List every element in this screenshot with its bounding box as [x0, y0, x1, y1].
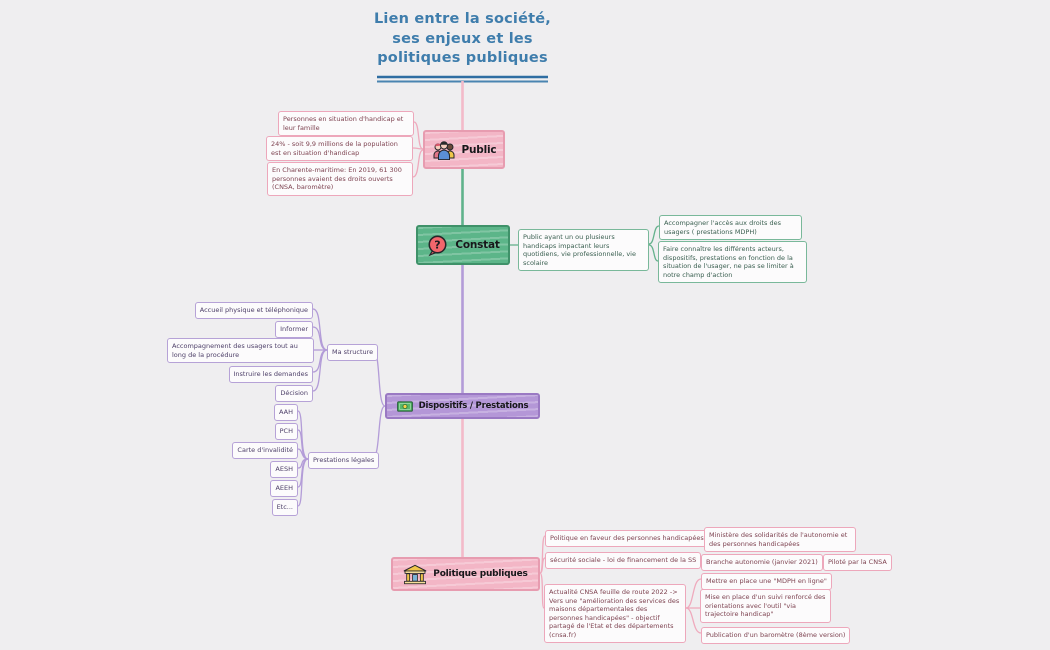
- leaf-securite-sociale-financement[interactable]: sécurité sociale - loi de financement de…: [545, 552, 702, 569]
- node-public-label: Public: [461, 143, 497, 156]
- banknote-icon: [396, 400, 413, 412]
- leaf-ministere-solidarites[interactable]: Ministère des solidarités de l'autonomie…: [704, 527, 856, 553]
- leaf-actualite-cnsa-feuille-route[interactable]: Actualité CNSA feuille de route 2022 -> …: [544, 584, 686, 644]
- leaf-charente-maritime-droits[interactable]: En Charente-maritime: En 2019, 61 300 pe…: [267, 162, 413, 196]
- root-title-line: Lien entre la société,: [373, 11, 551, 27]
- leaf-accompagner-acces-droits[interactable]: Accompagner l'accès aux droits des usage…: [659, 215, 802, 241]
- leaf-publication-barometre[interactable]: Publication d'un baromètre (8ème version…: [701, 627, 851, 644]
- node-dispositifs[interactable]: Dispositifs / Prestations: [385, 393, 540, 419]
- leaf-mdph-en-ligne[interactable]: Mettre en place une "MDPH en ligne": [701, 573, 832, 590]
- building-icon: [403, 564, 427, 584]
- node-politique-label: Politique publiques: [433, 569, 528, 579]
- leaf-politique-faveur-handicapees[interactable]: Politique en faveur des personnes handic…: [545, 530, 709, 547]
- node-public[interactable]: Public: [423, 130, 505, 169]
- leaf-pilote-par-cnsa[interactable]: Piloté par la CNSA: [823, 554, 892, 571]
- leaf-accueil-physique-telephonique[interactable]: Accueil physique et téléphonique: [194, 302, 313, 319]
- leaf-24-pourcent-population[interactable]: 24% - soit 9,9 millions de la population…: [266, 136, 413, 162]
- people-icon: [433, 140, 455, 160]
- root-title-line: politiques publiques: [377, 50, 548, 67]
- leaf-accompagnement-usagers[interactable]: Accompagnement des usagers tout au long …: [167, 338, 314, 364]
- leaf-pch[interactable]: PCH: [274, 423, 298, 440]
- leaf-faire-connaitre-acteurs[interactable]: Faire connaître les différents acteurs, …: [658, 241, 807, 284]
- question-icon: ?: [428, 235, 447, 256]
- node-constat[interactable]: ? Constat: [416, 225, 510, 265]
- leaf-aeeh[interactable]: AEEH: [270, 480, 298, 497]
- leaf-personnes-handicap-famille[interactable]: Personnes en situation d'handicap et leu…: [278, 111, 414, 137]
- leaf-public-handicaps-quotidien[interactable]: Public ayant un ou plusieurs handicaps i…: [518, 229, 649, 272]
- subnode-ma-structure[interactable]: Ma structure: [327, 344, 379, 361]
- leaf-aesh[interactable]: AESH: [270, 461, 298, 478]
- node-dispositifs-label: Dispositifs / Prestations: [418, 401, 529, 411]
- node-constat-label: Constat: [455, 239, 500, 251]
- leaf-suivi-renforce-orientations[interactable]: Mise en place d'un suivi renforcé des or…: [700, 589, 831, 623]
- subnode-prestations-legales[interactable]: Prestations légales: [308, 452, 380, 469]
- leaf-informer[interactable]: Informer: [275, 321, 313, 338]
- leaf-branche-autonomie[interactable]: Branche autonomie (janvier 2021): [701, 554, 823, 571]
- leaf-instruire-demandes[interactable]: Instruire les demandes: [228, 366, 313, 383]
- leaf-carte-invalidite[interactable]: Carte d'invalidité: [232, 442, 298, 459]
- root-title-line: ses enjeux et les: [392, 30, 533, 47]
- leaf-etc[interactable]: Etc...: [271, 499, 298, 516]
- root-title[interactable]: Lien entre la société, ses enjeux et les…: [352, 10, 573, 69]
- svg-text:?: ?: [435, 238, 441, 251]
- node-politique[interactable]: Politique publiques: [391, 557, 540, 591]
- leaf-decision[interactable]: Décision: [275, 385, 313, 402]
- leaf-aah[interactable]: AAH: [274, 404, 298, 421]
